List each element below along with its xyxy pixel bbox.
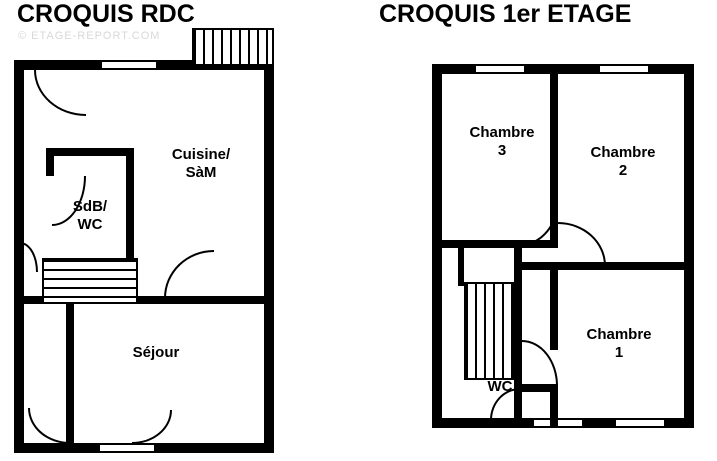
door-rdc-entry — [34, 70, 86, 116]
door-rdc-sejour-left — [28, 408, 70, 444]
window-etage-bottom-right — [614, 418, 666, 428]
wall-etage-ch1-top — [514, 262, 684, 270]
wall-etage-wc-right — [550, 384, 558, 428]
wall-etage-ch1-left — [550, 262, 558, 350]
window-etage-top-left — [474, 64, 526, 74]
wall-rdc-right — [264, 60, 274, 453]
watermark: © ETAGE-REPORT.COM — [18, 30, 161, 42]
stair-etage-interior — [464, 282, 514, 380]
room-label-sejour: Séjour — [132, 344, 180, 361]
wall-rdc-left — [14, 60, 24, 453]
wall-etage-right — [684, 64, 694, 428]
wall-rdc-sdb-right — [126, 148, 134, 298]
window-etage-top-right — [598, 64, 650, 74]
page-title-etage: CROQUIS 1er ETAGE — [379, 0, 632, 28]
stair-rdc-interior — [42, 258, 138, 304]
floorplan-rdc: Cuisine/ SàM SdB/ WC Séjour — [14, 28, 274, 453]
room-label-wc: WC — [487, 378, 513, 395]
wall-rdc-sdb-left — [46, 148, 54, 176]
door-etage-chambre2 — [558, 222, 606, 266]
window-rdc-top — [100, 60, 158, 70]
wall-etage-ch3-ch2 — [550, 74, 558, 248]
floorplan-etage: Chambre 3 Chambre 2 Chambre 1 WC — [432, 36, 694, 438]
wall-rdc-sejour-divider — [66, 304, 74, 444]
wall-etage-ch3-bottom — [442, 240, 558, 248]
window-etage-bottom-left — [532, 418, 584, 428]
wall-rdc-mid-horizontal — [24, 296, 264, 304]
door-rdc-cuisine-sejour — [164, 250, 214, 298]
door-rdc-left-notch — [20, 242, 38, 272]
room-label-chambre-2: Chambre 2 — [590, 144, 656, 179]
wall-rdc-sdb-top — [46, 148, 134, 156]
wall-etage-ch1-left-lower — [522, 384, 558, 392]
room-label-cuisine-sam: Cuisine/ SàM — [171, 146, 231, 181]
wall-etage-left — [432, 64, 442, 428]
wall-etage-stair-left — [458, 246, 464, 286]
page-title-rdc: CROQUIS RDC — [17, 0, 195, 28]
window-rdc-bottom — [98, 443, 156, 453]
room-label-sdb-wc: SdB/ WC — [72, 198, 108, 233]
wall-etage-hall-right — [514, 240, 522, 420]
wall-etage-top — [432, 64, 694, 74]
door-rdc-sejour-right — [132, 410, 172, 444]
stair-rdc-entry — [192, 28, 274, 66]
room-label-chambre-1: Chambre 1 — [586, 326, 652, 361]
room-label-chambre-3: Chambre 3 — [469, 124, 535, 159]
